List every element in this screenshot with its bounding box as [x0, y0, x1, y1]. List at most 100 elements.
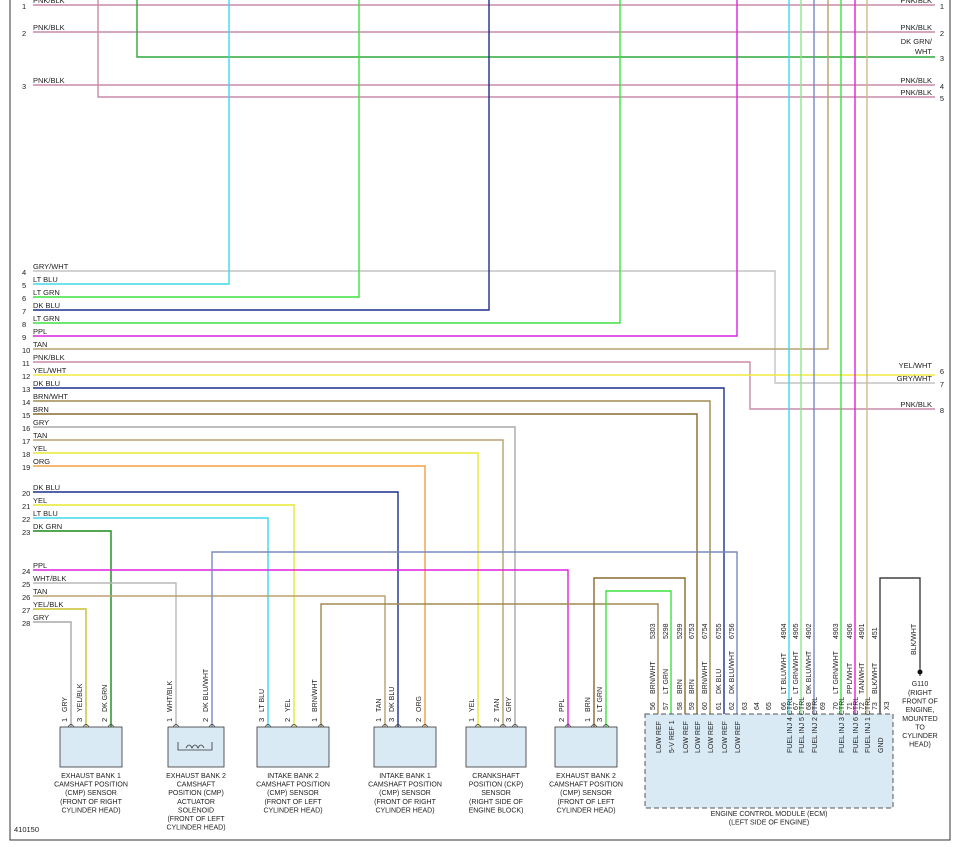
sensor-pin-number: 3	[504, 718, 513, 722]
sensor-pin-number: 2	[557, 718, 566, 722]
left-row-label: WHT/BLK	[33, 574, 66, 583]
ecm-caption: ENGINE CONTROL MODULE (ECM)	[711, 811, 828, 818]
ground-description: (RIGHT	[908, 690, 933, 697]
sensor-caption: SENSOR	[481, 790, 511, 797]
ecm-pin-function: LOW REF	[708, 721, 715, 753]
sensor-pin-wire: BRN	[585, 697, 592, 712]
right-row-label: PNK/BLK	[900, 76, 932, 85]
sensor-caption: (CMP) SENSOR	[267, 790, 319, 797]
wire-yel-ckp1	[33, 452, 479, 727]
right-row-number: 3	[940, 54, 944, 63]
wire-dk-grn-exh1	[33, 530, 112, 727]
left-row-number: 26	[22, 593, 30, 602]
ecm-circuit-number: 5299	[677, 623, 684, 639]
ecm-pin-function: GND	[878, 737, 885, 753]
ecm-pin-wire: PPL/WHT	[847, 662, 854, 694]
right-row-number: 8	[940, 406, 944, 415]
connector-pin-icon	[290, 724, 298, 728]
ecm-circuit-number: 6756	[729, 623, 736, 639]
sensor-pin-number: 3	[75, 718, 84, 722]
left-row-label: LT GRN	[33, 288, 60, 297]
ecm-circuit-number: 4906	[847, 623, 854, 639]
connector-pin-icon	[474, 724, 482, 728]
sensor-pin-number: 1	[467, 718, 476, 722]
left-row-number: 22	[22, 515, 30, 524]
sensor-caption: CAMSHAFT POSITION	[256, 782, 330, 789]
left-row-label: DK BLU	[33, 483, 60, 492]
ecm-pin-wire: DK BLU/WHT	[729, 650, 736, 694]
ecm-pin-function: 5-V REF 1	[669, 720, 676, 753]
ecm-pin-function: LOW REF	[656, 721, 663, 753]
ecm-pin-number: 73	[872, 702, 879, 710]
diagram-border	[9, 0, 951, 841]
ecm-circuit-number: 4903	[833, 623, 840, 639]
connector-pin-icon	[317, 724, 325, 728]
wire-dk-blu-int1	[33, 491, 399, 727]
right-row-label: PNK/BLK	[900, 23, 932, 32]
right-row-label: DK GRN/	[901, 37, 933, 46]
left-row-number: 6	[22, 294, 26, 303]
wire-ppl-exh2	[33, 569, 569, 727]
left-row-number: 3	[22, 82, 26, 91]
left-row-number: 11	[22, 359, 30, 368]
left-row-label: GRY	[33, 418, 49, 427]
ecm-circuit-number: 4905	[793, 623, 800, 639]
wire-pnk-blk-row11	[33, 361, 935, 410]
sensor-caption: ENGINE BLOCK)	[469, 807, 524, 814]
left-row-number: 23	[22, 528, 30, 537]
sensor-pin-wire: YEL/BLK	[77, 683, 84, 712]
ecm-pin-wire: BRN	[677, 679, 684, 694]
ecm-pin-wire: DK BLU	[716, 669, 723, 694]
left-row-number: 13	[22, 385, 30, 394]
sensor-caption: (FRONT OF RIGHT	[60, 799, 122, 806]
ecm-pin-number: 65	[766, 702, 773, 710]
left-row-number: 10	[22, 346, 30, 355]
sensor-pin-wire: GRY	[506, 697, 513, 712]
ecm-pin-number: 58	[677, 702, 684, 710]
ecm-pin-number: 59	[689, 702, 696, 710]
sensor-pin-number: 2	[492, 718, 501, 722]
sensor-caption: (RIGHT SIDE OF	[469, 799, 523, 806]
wire-lt-blu-int2	[33, 517, 269, 727]
left-row-number: 14	[22, 398, 30, 407]
connector-pin-icon	[82, 724, 90, 728]
ground-description: HEAD)	[909, 742, 931, 749]
connector-pin-icon	[394, 724, 402, 728]
right-row-label: WHT	[915, 47, 932, 56]
sensor-pin-wire: ORG	[416, 696, 423, 712]
ecm-pin-number: 69	[820, 702, 827, 710]
sensor-pin-wire: DK BLU	[389, 687, 396, 712]
sensor-caption: POSITION (CMP)	[168, 790, 224, 797]
sensor-body	[59, 726, 123, 768]
left-row-label: YEL	[33, 444, 47, 453]
left-row-label: PNK/BLK	[33, 353, 65, 362]
ecm-pin-wire: BRN/WHT	[650, 661, 657, 694]
left-row-number: 19	[22, 463, 30, 472]
ecm-body	[644, 713, 894, 809]
left-row-number: 27	[22, 606, 30, 615]
left-row-label: BRN	[33, 405, 49, 414]
ecm-circuit-number: 5303	[650, 623, 657, 639]
ecm-pin-wire: LT GRN/WHT	[833, 650, 840, 694]
sensor-body	[373, 726, 437, 768]
connector-pin-icon	[208, 724, 216, 728]
connector-pin-icon	[564, 724, 572, 728]
sensor-body	[167, 726, 225, 768]
sensor-pin-wire: GRY	[62, 697, 69, 712]
sensor-pin-wire: WHT/BLK	[167, 681, 174, 712]
sensor-pin-wire: DK BLU/WHT	[203, 668, 210, 712]
wire-brn-ecm59	[33, 413, 698, 714]
right-row-number: 4	[940, 82, 944, 91]
sensor-pin-wire: YEL	[469, 699, 476, 712]
sensor-pin-number: 1	[60, 718, 69, 722]
ecm-pin-function: FUEL INJ 1 CTRL	[865, 697, 872, 753]
wire-dk-blu-ecm61	[33, 387, 725, 714]
ground-id: G110	[912, 681, 929, 688]
left-row-label: GRY	[33, 613, 49, 622]
ecm-pin-number: 68	[806, 702, 813, 710]
left-row-label: LT GRN	[33, 314, 60, 323]
